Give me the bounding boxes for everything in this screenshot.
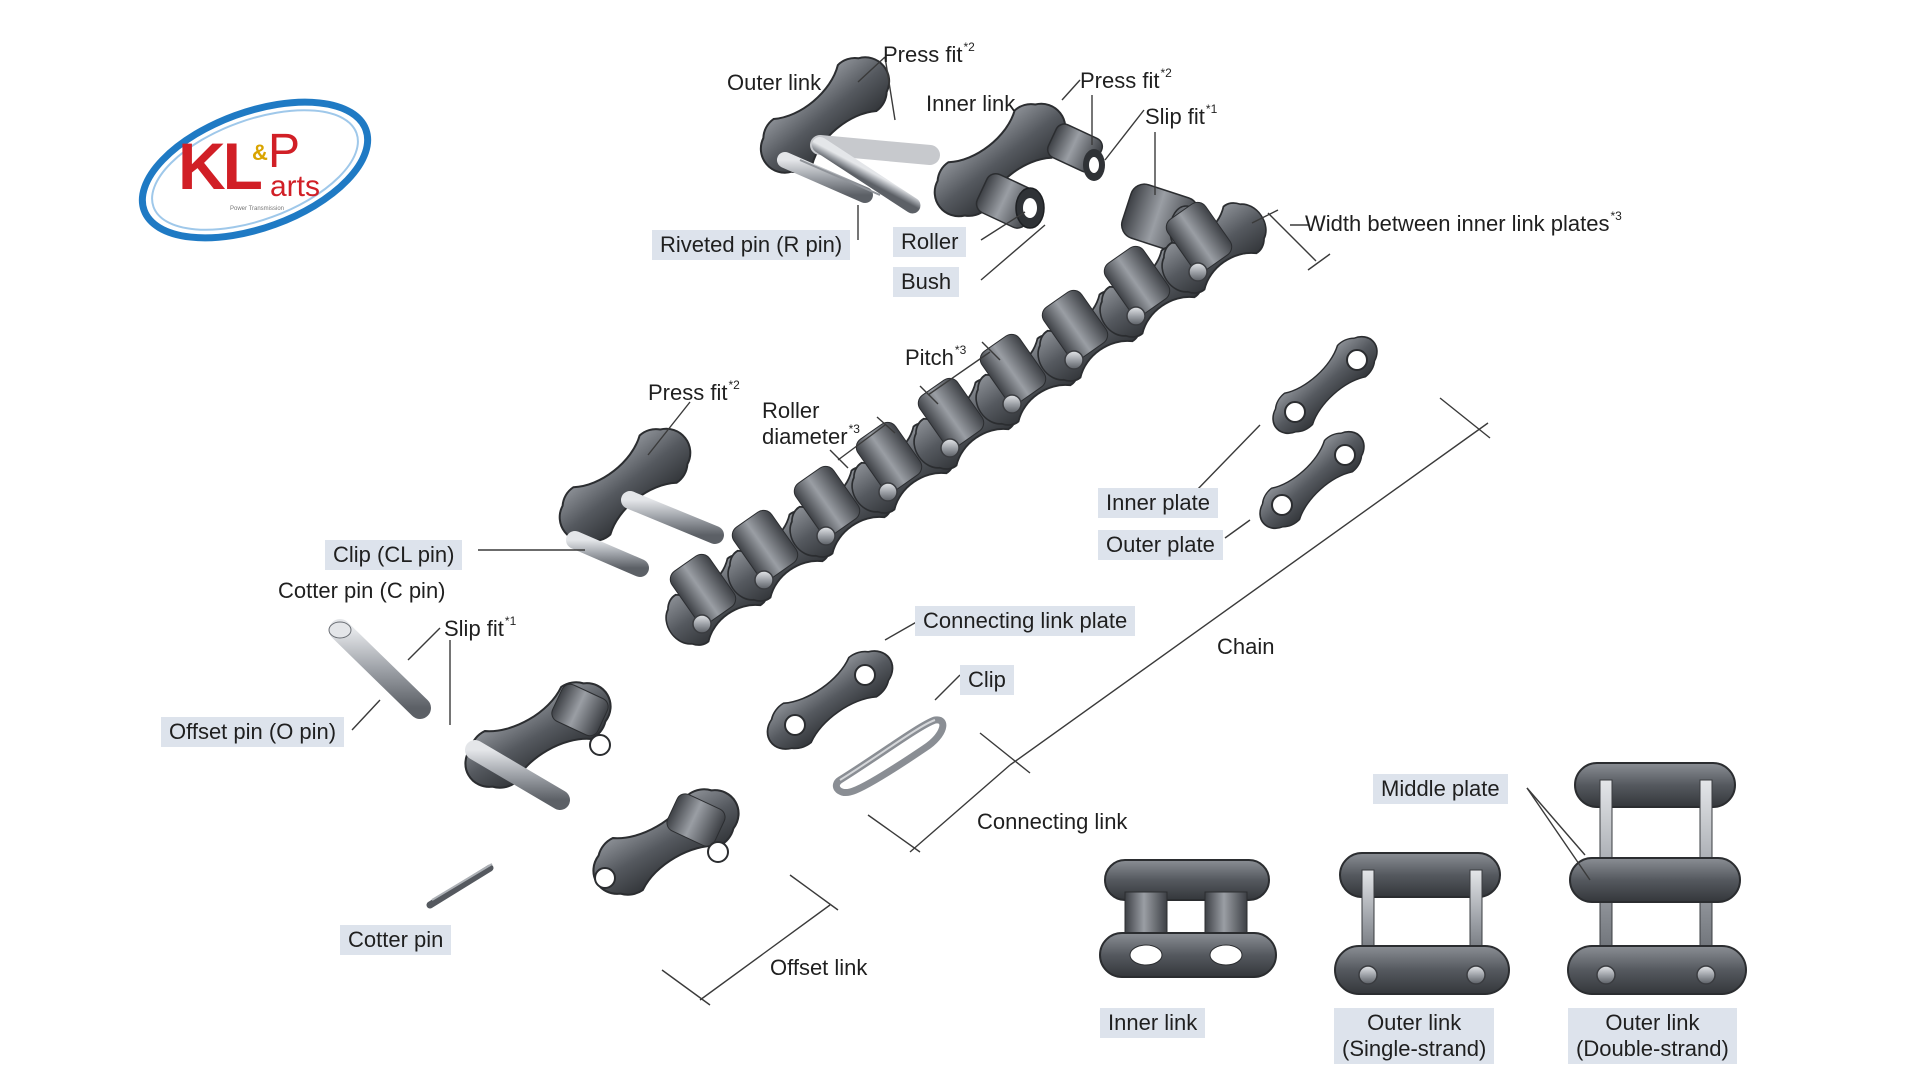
- label-roller: Roller: [893, 227, 967, 257]
- outer-link-top: [746, 41, 940, 214]
- label-clip: Clip: [960, 665, 1014, 695]
- chain-link: [1025, 278, 1155, 394]
- inner-plate-part: [1261, 325, 1389, 445]
- label-clip-cl-pin: Clip (CL pin): [325, 540, 463, 570]
- label-width-between-inner-plates: Width between inner link plates*3: [1305, 209, 1622, 236]
- label-outer-link-double: Outer link (Double-strand): [1568, 1008, 1737, 1064]
- chain-link: [1087, 234, 1217, 350]
- inner-link-sample: [1098, 859, 1278, 978]
- label-roller-diameter: Roller diameter*3: [762, 398, 860, 449]
- logo-kl: KL: [178, 129, 263, 203]
- offset-link-part-a: [452, 667, 624, 810]
- chain-link: [839, 410, 969, 526]
- logo-p: P: [268, 125, 301, 178]
- offset-pin-part: [328, 619, 431, 719]
- offset-link-part-b: [580, 774, 752, 910]
- label-bush: Bush: [893, 267, 960, 297]
- label-inner-link-bottom: Inner link: [1100, 1008, 1206, 1038]
- label-inner-plate: Inner plate: [1098, 488, 1218, 518]
- label-offset-link: Offset link: [770, 955, 868, 980]
- chain-link: [715, 498, 845, 614]
- chain-link: [901, 366, 1031, 482]
- label-cotter-pin-c: Cotter pin (C pin): [278, 578, 446, 603]
- label-cotter-pin: Cotter pin: [340, 925, 452, 955]
- label-offset-pin: Offset pin (O pin): [161, 717, 345, 747]
- logo-tagline: Power Transmission: [230, 206, 285, 212]
- logo-amp: &: [252, 140, 268, 165]
- label-press-fit-1: Press fit*2: [883, 40, 975, 67]
- outer-plate-part: [1248, 420, 1376, 540]
- middle-plate-shape: [1568, 857, 1742, 903]
- label-connecting-link: Connecting link: [977, 809, 1128, 834]
- leader-lines: [351, 56, 1591, 1006]
- label-outer-link-single: Outer link (Single-strand): [1334, 1008, 1495, 1064]
- label-middle-plate: Middle plate: [1373, 774, 1508, 804]
- cotter-pin-part: [426, 863, 494, 909]
- chain-link: [1149, 190, 1279, 306]
- chain-link: [777, 454, 907, 570]
- clip-link-part: [545, 413, 724, 577]
- label-slip-fit-2: Slip fit*1: [444, 614, 517, 641]
- inner-link-top: [920, 88, 1105, 232]
- label-inner-link-top: Inner link: [926, 91, 1016, 116]
- label-riveted-pin: Riveted pin (R pin): [652, 230, 851, 260]
- outer-link-double-sample: [1566, 762, 1748, 995]
- label-outer-link: Outer link: [727, 70, 822, 95]
- label-pitch: Pitch*3: [905, 343, 967, 370]
- logo-swoosh: [138, 98, 372, 242]
- label-connecting-link-plate: Connecting link plate: [915, 606, 1136, 636]
- spring-clip-part: [832, 716, 947, 797]
- label-press-fit-2: Press fit*2: [1080, 66, 1172, 93]
- kl-parts-logo: KL & P arts Power Transmission: [130, 80, 380, 260]
- main-chain: [653, 190, 1279, 658]
- chain-link: [653, 542, 783, 658]
- label-press-fit-3: Press fit*2: [648, 378, 740, 405]
- label-chain: Chain: [1217, 634, 1275, 659]
- logo-arts: arts: [270, 170, 321, 203]
- outer-link-single-sample: [1333, 852, 1511, 995]
- connecting-link-plate-part: [755, 637, 905, 763]
- label-slip-fit-1: Slip fit*1: [1145, 102, 1218, 129]
- chain-link: [963, 322, 1093, 438]
- label-outer-plate: Outer plate: [1098, 530, 1223, 560]
